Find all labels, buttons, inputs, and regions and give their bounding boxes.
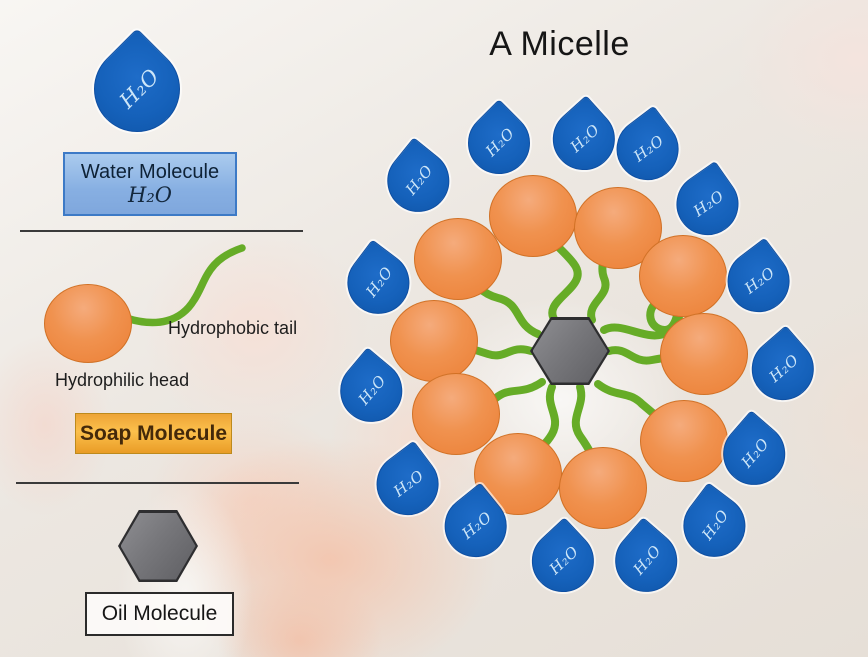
soap-head (390, 300, 478, 382)
soap-head (559, 447, 647, 529)
soap-head (660, 313, 748, 395)
water-molecule-legend-box: Water Molecule H₂O (63, 152, 237, 216)
divider (16, 482, 299, 484)
soap-head (489, 175, 577, 257)
water-drop: H₂O (455, 98, 543, 187)
water-drop: H₂O (519, 515, 607, 605)
oil-core-fill (532, 319, 608, 383)
hydrophilic-head-label: Hydrophilic head (55, 370, 190, 390)
oil-hexagon-fill (120, 512, 196, 580)
water-drop-legend-icon: H₂O (76, 26, 198, 150)
water-drop: H₂O (602, 514, 690, 605)
soap-molecule-legend-box: Soap Molecule (75, 413, 232, 454)
oil-hexagon-legend-icon (118, 510, 198, 582)
water-drop: H₂O (739, 322, 827, 413)
soap-head (639, 235, 727, 317)
hydrophobic-tail-label: Hydrophobic tail (168, 318, 298, 338)
soap-head (412, 373, 500, 455)
soap-head (414, 218, 502, 300)
water-drop: H₂O (374, 133, 462, 225)
h2o-label: H₂O (114, 63, 165, 114)
water-drop: H₂O (334, 234, 422, 327)
oil-molecule-legend-box: Oil Molecule (85, 592, 234, 636)
water-drop: H₂O (364, 435, 451, 528)
divider (20, 230, 303, 232)
water-drop: H₂O (715, 232, 802, 325)
oil-core-hexagon (530, 317, 610, 385)
water-molecule-label: Water Molecule (80, 161, 220, 183)
soap-head-icon (44, 284, 132, 363)
water-formula-label: H₂O (128, 183, 172, 207)
page-title: A Micelle (489, 25, 630, 63)
water-drop: H₂O (327, 343, 415, 435)
